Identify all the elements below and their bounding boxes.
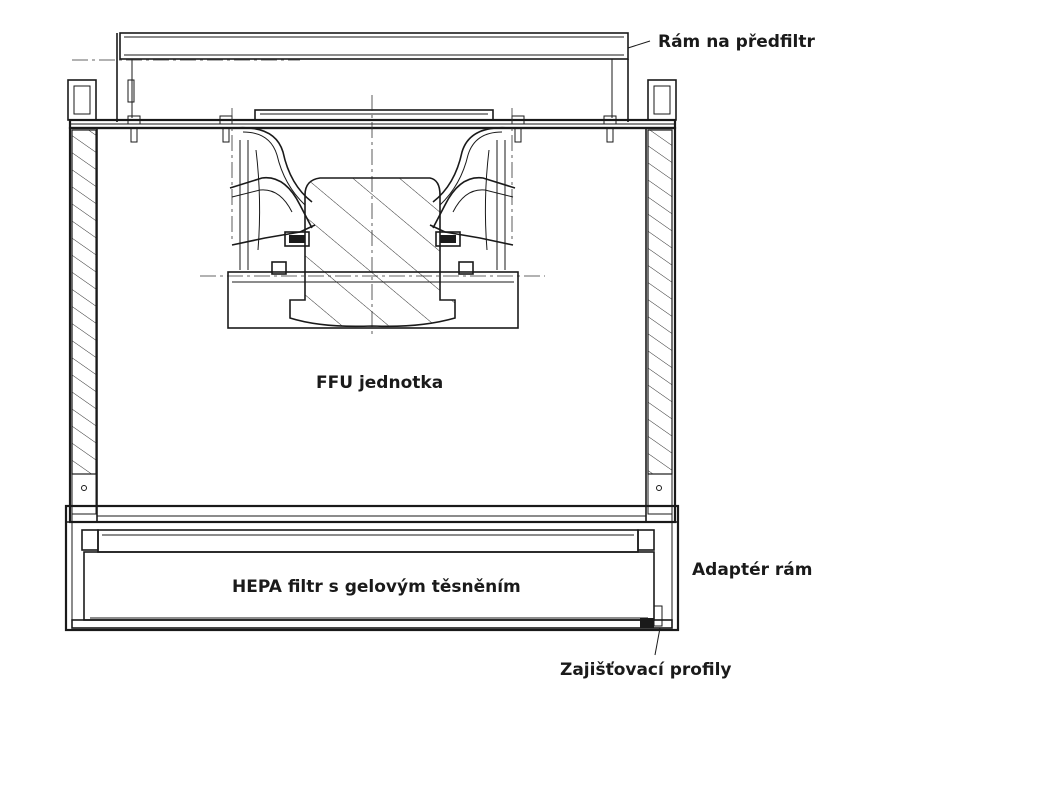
right-corner-post — [647, 79, 677, 121]
leader-line-locking-profiles — [654, 627, 661, 656]
label-ffu-unit: FFU jednotka — [316, 373, 443, 393]
prefilter-frame — [72, 32, 629, 122]
left-corner-post — [67, 79, 97, 121]
adapter-frame — [64, 504, 680, 632]
label-adapter-frame: Adaptér rám — [692, 560, 813, 580]
left-insulation-panel — [71, 129, 97, 515]
locking-profiles — [71, 605, 673, 629]
fan-motor-assembly — [200, 95, 545, 335]
label-prefilter-frame: Rám na předfiltr — [658, 32, 815, 52]
label-hepa-filter: HEPA filtr s gelovým těsněním — [232, 577, 521, 597]
leader-line-prefilter — [627, 40, 651, 49]
hepa-filter — [81, 529, 655, 621]
right-insulation-panel — [647, 129, 673, 515]
label-locking-profiles: Zajišťovací profily — [560, 660, 732, 680]
